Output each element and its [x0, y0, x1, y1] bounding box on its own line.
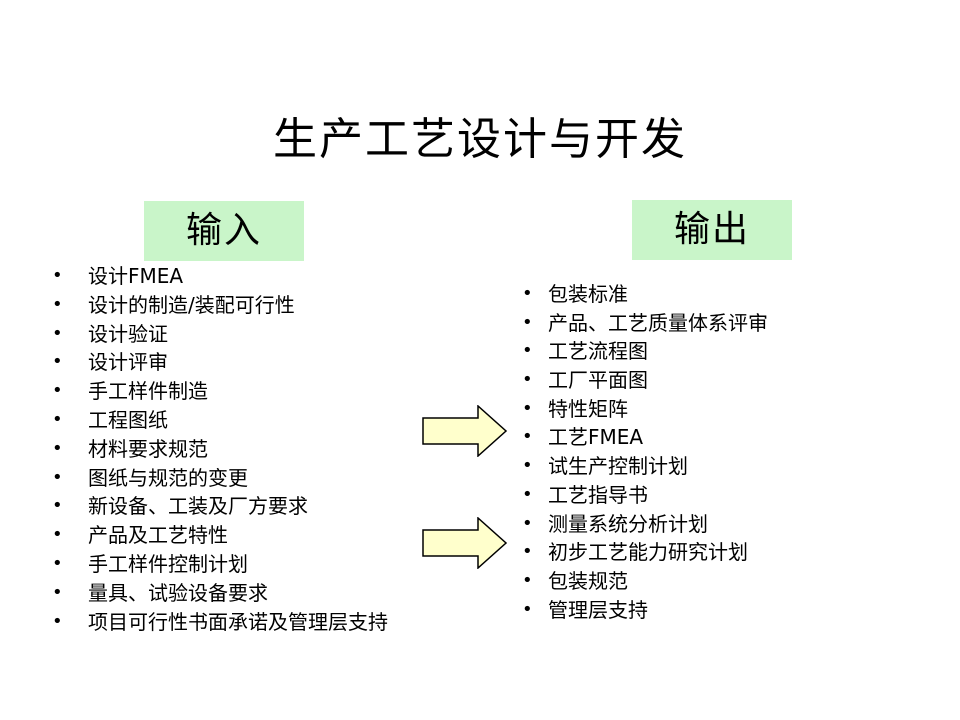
- bullet-icon: •: [52, 524, 63, 546]
- output-item-label: 包装标准: [548, 282, 628, 306]
- list-item: • 设计FMEA: [48, 262, 388, 291]
- list-item: • 特性矩阵: [520, 395, 768, 424]
- bullet-icon: •: [522, 426, 533, 448]
- list-item: • 试生产控制计划: [520, 452, 768, 481]
- list-item: • 设计验证: [48, 320, 388, 349]
- bullet-icon: •: [52, 610, 63, 632]
- list-item: • 管理层支持: [520, 596, 768, 625]
- right-arrow-icon: [422, 405, 508, 457]
- output-list: • 包装标准 • 产品、工艺质量体系评审 • 工艺流程图 • 工厂平面图 • 特性矩阵 •…: [520, 280, 768, 624]
- bullet-icon: •: [522, 455, 533, 477]
- input-item-label: 项目可行性书面承诺及管理层支持: [88, 609, 388, 634]
- output-item-label: 测量系统分析计划: [548, 511, 708, 536]
- bullet-icon: •: [52, 351, 63, 373]
- bullet-icon: •: [522, 512, 533, 534]
- slide-title: 生产工艺设计与开发: [273, 114, 687, 165]
- list-item: • 包装标准: [520, 280, 768, 309]
- list-item: • 包装规范: [520, 567, 768, 596]
- list-item: • 图纸与规范的变更: [48, 464, 388, 493]
- output-item-label: 包装规范: [548, 568, 628, 593]
- list-item: • 初步工艺能力研究计划: [520, 538, 768, 567]
- input-item-label: 设计的制造/装配可行性: [88, 292, 295, 317]
- input-item-label: 图纸与规范的变更: [88, 465, 248, 490]
- right-arrow-icon: [422, 517, 508, 569]
- bullet-icon: •: [52, 552, 63, 574]
- bullet-icon: •: [52, 408, 63, 430]
- list-item: • 设计评审: [48, 348, 388, 377]
- list-item: • 工程图纸: [48, 406, 388, 435]
- input-header: 输入: [144, 201, 304, 261]
- list-item: • 设计的制造/装配可行性: [48, 291, 388, 320]
- output-item-label: 工厂平面图: [548, 368, 648, 393]
- input-item-label: 材料要求规范: [88, 436, 208, 461]
- bullet-icon: •: [52, 293, 63, 315]
- list-item: • 测量系统分析计划: [520, 510, 768, 539]
- output-item-label: 初步工艺能力研究计划: [548, 540, 748, 565]
- bullet-icon: •: [522, 541, 533, 563]
- bullet-icon: •: [522, 340, 533, 362]
- list-item: • 工艺FMEA: [520, 423, 768, 452]
- input-list: • 设计FMEA • 设计的制造/装配可行性 • 设计验证 • 设计评审 • 手工样件制造…: [48, 262, 388, 636]
- bullet-icon: •: [52, 581, 63, 603]
- bullet-icon: •: [52, 437, 63, 459]
- bullet-icon: •: [52, 466, 63, 488]
- bullet-icon: •: [522, 397, 533, 419]
- bullet-icon: •: [522, 283, 533, 304]
- list-item: • 工厂平面图: [520, 366, 768, 395]
- bullet-icon: •: [52, 380, 63, 402]
- output-header: 输出: [632, 200, 792, 260]
- output-item-label: 管理层支持: [548, 597, 648, 622]
- output-item-label: 试生产控制计划: [548, 454, 688, 479]
- bullet-icon: •: [522, 311, 533, 333]
- list-item: • 新设备、工装及厂方要求: [48, 492, 388, 521]
- input-item-label: 设计评审: [88, 350, 168, 375]
- input-item-label: 设计验证: [88, 321, 168, 346]
- list-item: • 项目可行性书面承诺及管理层支持: [48, 608, 388, 637]
- list-item: • 工艺指导书: [520, 481, 768, 510]
- bullet-icon: •: [52, 265, 63, 286]
- bullet-icon: •: [522, 598, 533, 620]
- list-item: • 量具、试验设备要求: [48, 579, 388, 608]
- input-item-label: 手工样件制造: [88, 379, 208, 404]
- input-item-label: 设计FMEA: [88, 264, 184, 288]
- output-item-label: 产品、工艺质量体系评审: [548, 310, 768, 335]
- bullet-icon: •: [522, 569, 533, 591]
- list-item: • 产品、工艺质量体系评审: [520, 309, 768, 338]
- input-item-label: 量具、试验设备要求: [88, 580, 268, 605]
- bullet-icon: •: [522, 483, 533, 505]
- list-item: • 产品及工艺特性: [48, 521, 388, 550]
- input-item-label: 新设备、工装及厂方要求: [88, 494, 308, 519]
- list-item: • 手工样件控制计划: [48, 550, 388, 579]
- output-item-label: 工艺指导书: [548, 482, 648, 507]
- list-item: • 手工样件制造: [48, 377, 388, 406]
- list-item: • 材料要求规范: [48, 435, 388, 464]
- input-item-label: 产品及工艺特性: [88, 523, 228, 548]
- output-item-label: 工艺流程图: [548, 339, 648, 364]
- output-item-label: 特性矩阵: [548, 396, 628, 421]
- bullet-icon: •: [52, 322, 63, 344]
- bullet-icon: •: [52, 495, 63, 517]
- output-item-label: 工艺FMEA: [548, 425, 644, 450]
- input-item-label: 手工样件控制计划: [88, 551, 248, 576]
- list-item: • 工艺流程图: [520, 337, 768, 366]
- input-item-label: 工程图纸: [88, 407, 168, 432]
- bullet-icon: •: [522, 369, 533, 391]
